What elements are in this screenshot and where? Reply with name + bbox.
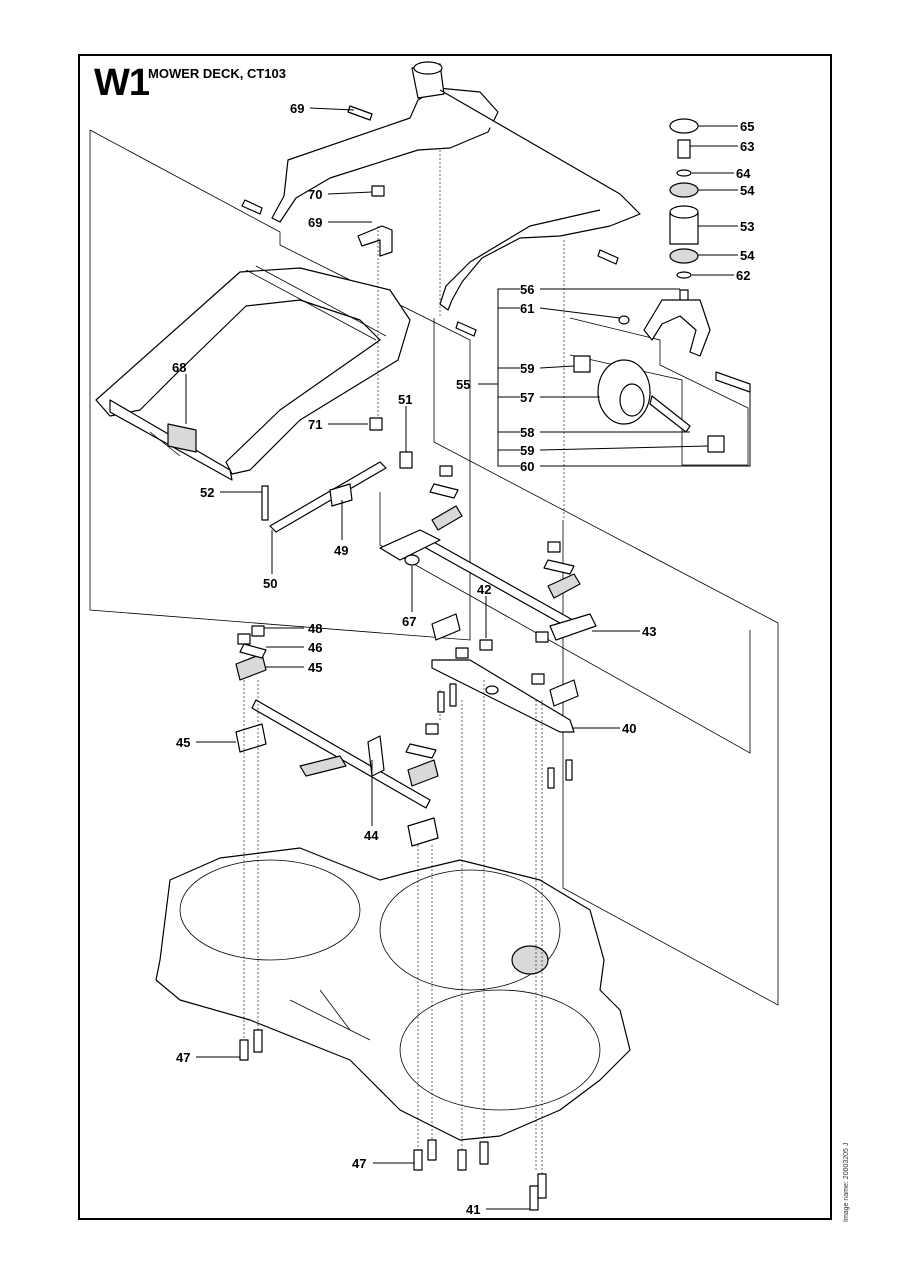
front-axle-43 (379, 505, 597, 707)
nuts-and-washers (237, 465, 575, 759)
callout-50: 50 (263, 576, 277, 591)
callout-45-upper: 45 (308, 660, 322, 675)
mower-deck (155, 847, 631, 1141)
callout-48: 48 (308, 621, 322, 636)
leader-lines (185, 107, 751, 1210)
drawing-frame (78, 54, 832, 1220)
bracket-69 (357, 185, 393, 431)
callout-61: 61 (520, 301, 534, 316)
callout-labels: 69 70 69 68 71 51 52 50 49 67 42 43 40 4… (172, 101, 755, 1217)
callout-68: 68 (172, 360, 186, 375)
image-name-note: Image name: 20003205 J (843, 1142, 850, 1222)
callout-56: 56 (520, 282, 534, 297)
deck-lift-frame (95, 265, 411, 481)
callout-63: 63 (740, 139, 754, 154)
callout-58: 58 (520, 425, 534, 440)
rear-axle-44 (235, 653, 439, 847)
callout-46: 46 (308, 640, 322, 655)
callout-59-lower: 59 (520, 443, 534, 458)
callout-54-upper: 54 (740, 183, 755, 198)
callout-41: 41 (466, 1202, 480, 1217)
caster-assembly (573, 118, 751, 453)
callout-47-center: 47 (352, 1156, 366, 1171)
lift-arm-upper (241, 61, 641, 337)
callout-54-lower: 54 (740, 248, 755, 263)
callout-66: 69 (290, 101, 304, 116)
callout-64: 64 (736, 166, 751, 181)
bolts (239, 683, 573, 1211)
page-code: W1 (94, 62, 150, 104)
panel-outline-center (379, 492, 751, 754)
callout-62: 62 (736, 268, 750, 283)
panel-outline-wheel (569, 317, 749, 466)
callout-55: 55 (456, 377, 470, 392)
panel-outline-left (89, 129, 471, 641)
callout-42: 42 (477, 582, 491, 597)
callout-59-upper: 59 (520, 361, 534, 376)
callout-65: 65 (740, 119, 754, 134)
callout-69: 69 (308, 215, 322, 230)
panel-outline-right (433, 318, 779, 1006)
callout-60: 60 (520, 459, 534, 474)
callout-45-lower: 45 (176, 735, 190, 750)
callout-51: 51 (398, 392, 412, 407)
callout-53: 53 (740, 219, 754, 234)
callout-43: 43 (642, 624, 656, 639)
callout-44: 44 (364, 828, 379, 843)
page-title: MOWER DECK, CT103 (148, 66, 286, 81)
callout-49: 49 (334, 543, 348, 558)
support-plate-40 (431, 659, 575, 733)
link-rod (261, 451, 413, 533)
callout-67: 67 (402, 614, 416, 629)
callout-52: 52 (200, 485, 214, 500)
callout-57: 57 (520, 390, 534, 405)
bolt-guide-lines (243, 150, 565, 1180)
callout-71: 71 (308, 417, 322, 432)
callout-40: 40 (622, 721, 636, 736)
callout-47-left: 47 (176, 1050, 190, 1065)
callout-70: 70 (308, 187, 322, 202)
